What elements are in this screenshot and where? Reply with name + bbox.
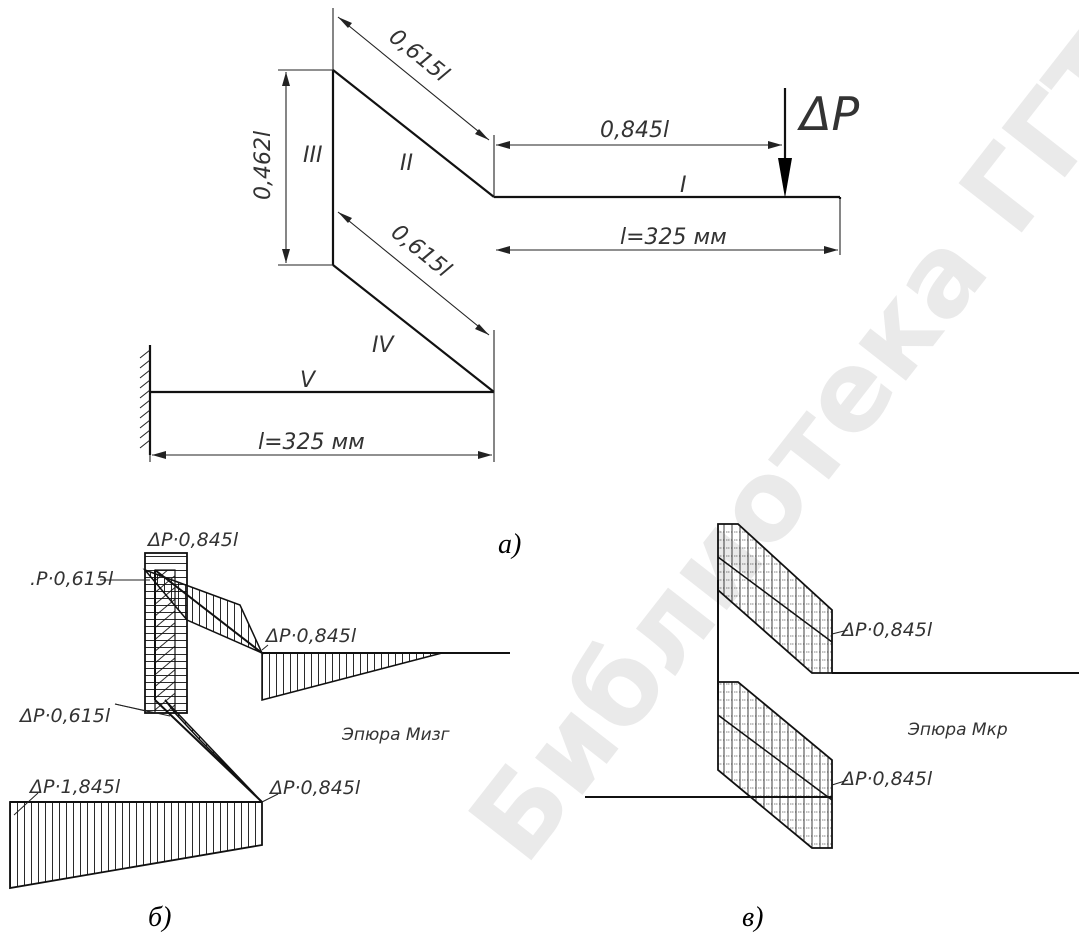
torque-label-bottom: ΔP·0,845l — [840, 768, 933, 790]
moment-label-left-top: .P·0,615l — [30, 568, 114, 590]
diagram-title-torque: Эпюра Мкр — [907, 720, 1008, 740]
diagram-title-bending: Эпюра Мизг — [341, 725, 450, 745]
caption-a: а) — [498, 529, 521, 560]
dimension-top-diagonal: 0,615l — [332, 8, 495, 197]
load-arrow: ΔP — [778, 87, 859, 198]
leader-bottom-left — [13, 792, 39, 816]
torque-area-bottom — [717, 681, 833, 849]
segment-label-i: I — [680, 173, 687, 198]
moment-label-mid-left: ΔP·0,615l — [18, 705, 111, 727]
torque-top-axis-line — [717, 556, 833, 643]
dim-label-bottom-diagonal: 0,615l — [386, 220, 455, 283]
moment-label-bottom-left: ΔP·1,845l — [28, 776, 121, 798]
dim-label-load-position: 0,845l — [600, 118, 669, 143]
moment-area-segment-i — [261, 652, 443, 701]
moment-label-top: ΔP·0,845l — [146, 529, 239, 551]
segment-label-iii: III — [303, 143, 322, 168]
segment-ii — [332, 69, 495, 198]
moment-label-bottom-right: ΔP·0,845l — [268, 777, 361, 799]
segment-label-iv: IV — [372, 333, 395, 358]
moment-area-segment-v — [9, 801, 263, 890]
wall-hatching — [139, 349, 151, 449]
torque-label-top: ΔP·0,845l — [840, 619, 933, 641]
torque-leader-top — [831, 629, 849, 635]
dim-label-length-top: l=325 мм — [620, 225, 727, 250]
leader-bottom-right — [261, 793, 279, 803]
moment-label-mid-right: ΔP·0,845l — [264, 625, 357, 647]
caption-b: б) — [148, 902, 171, 933]
segment-label-ii: II — [400, 151, 413, 176]
segment-label-v: V — [300, 368, 317, 393]
diagram-torque: ΔP·0,845l ΔP·0,845l Эпюра Мкр в) — [585, 523, 1079, 933]
torque-leader-bottom — [831, 779, 849, 786]
dim-label-length-bottom: l=325 мм — [258, 430, 365, 455]
dim-label-top-diagonal: 0,615l — [384, 24, 453, 87]
leader-mid-left-2 — [114, 703, 171, 717]
moment-area-segment-iv — [164, 699, 263, 803]
segment-iv — [332, 264, 495, 393]
dimension-vertical: 0,462l — [251, 69, 333, 266]
diagram-bending-moment: ΔP·0,845l .P·0,615l ΔP·0,845l ΔP·0,615l … — [9, 529, 510, 933]
leader-mid-right — [261, 644, 269, 651]
moment-area-segment-iii-inner — [154, 569, 176, 714]
load-label: ΔP — [797, 87, 859, 141]
dimension-bottom-diagonal: 0,615l — [337, 211, 495, 392]
dimension-load-position: 0,845l — [496, 118, 782, 149]
torque-area-top — [717, 523, 833, 674]
dimension-length-bottom: l=325 мм — [149, 392, 495, 462]
caption-c: в) — [742, 902, 763, 933]
torque-bottom-axis-line — [717, 714, 833, 801]
moment-area-segment-ii — [142, 568, 264, 655]
dim-label-vertical: 0,462l — [251, 131, 276, 200]
structure-a: I II III IV V 0,615l 0,462l 0,84 — [139, 8, 859, 560]
dimension-length-top: l=325 мм — [496, 199, 841, 255]
